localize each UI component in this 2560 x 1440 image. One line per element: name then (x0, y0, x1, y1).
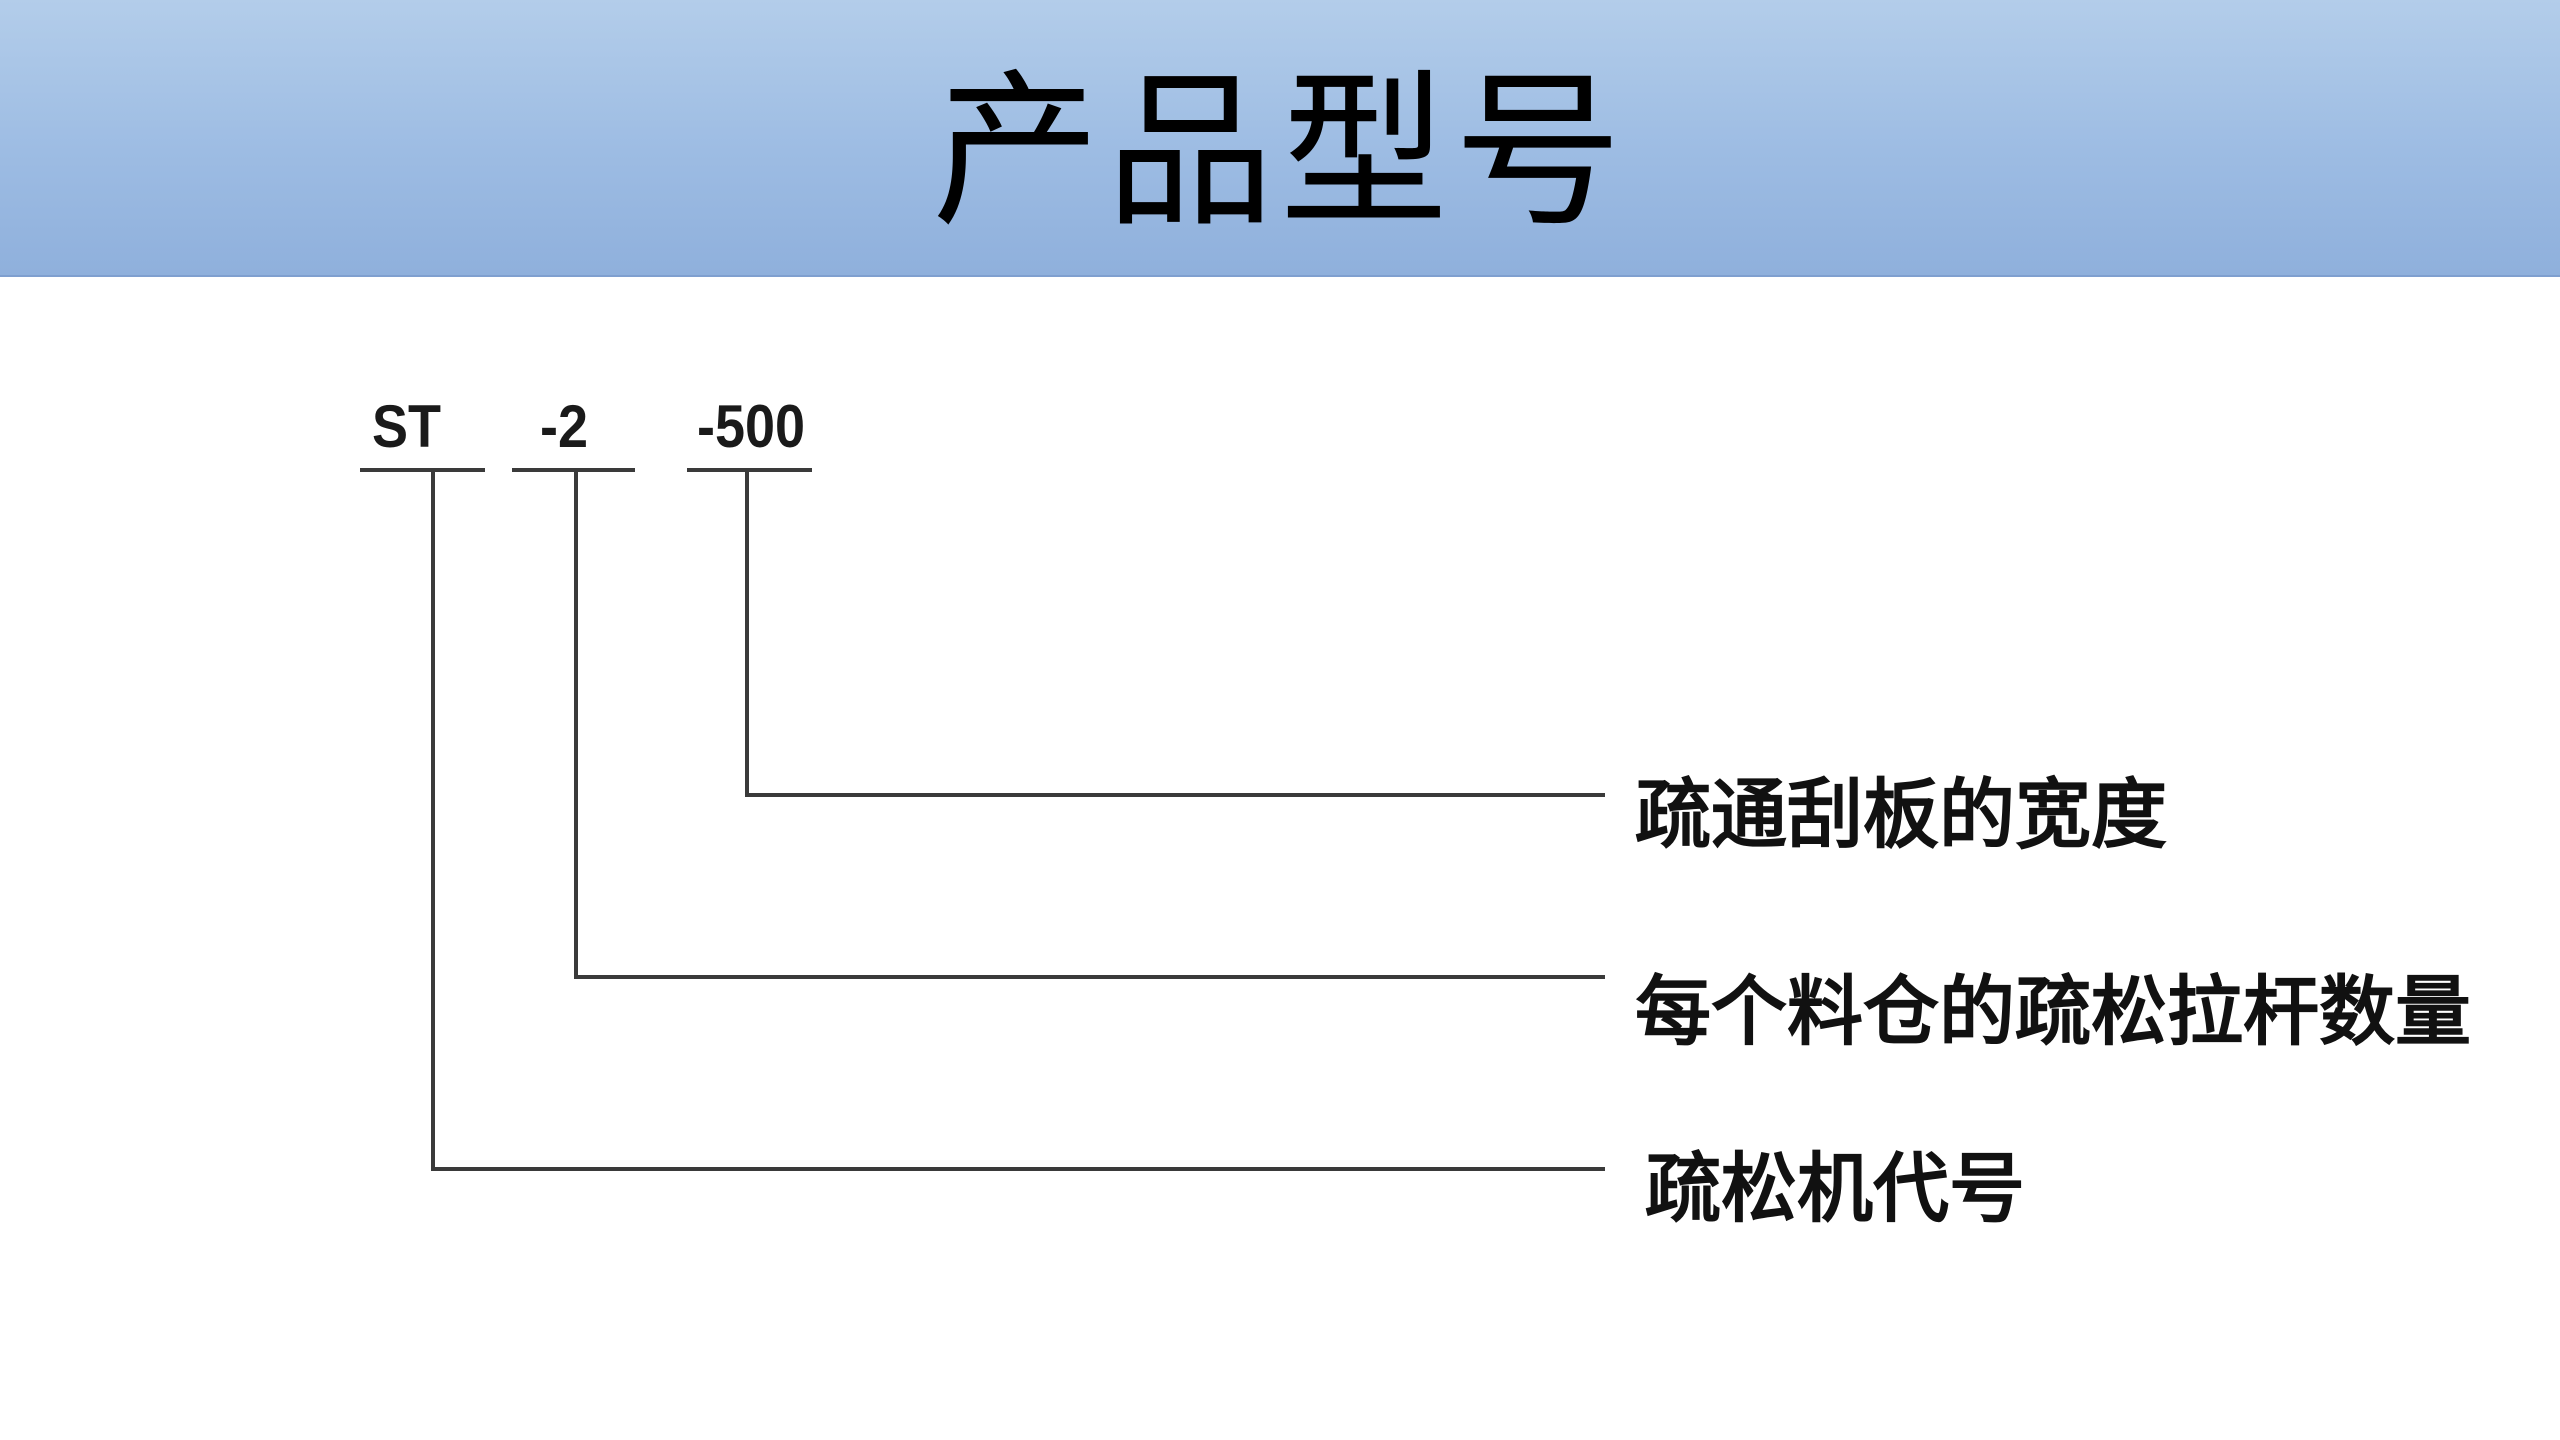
model-part-width: -500 (697, 393, 806, 460)
connector-series (431, 470, 1605, 1171)
label-machine-code: 疏松机代号 (1645, 1144, 2025, 1233)
model-part-series: ST (372, 393, 442, 460)
label-rod-count: 每个料仓的疏松拉杆数量 (1635, 967, 2471, 1056)
model-part-count: -2 (540, 393, 589, 460)
connector-count (574, 470, 1605, 979)
title-banner (0, 0, 2560, 277)
label-scraper-width: 疏通刮板的宽度 (1635, 770, 2167, 859)
slide-title: 产品型号 (932, 54, 1628, 250)
connector-width (745, 470, 1605, 797)
